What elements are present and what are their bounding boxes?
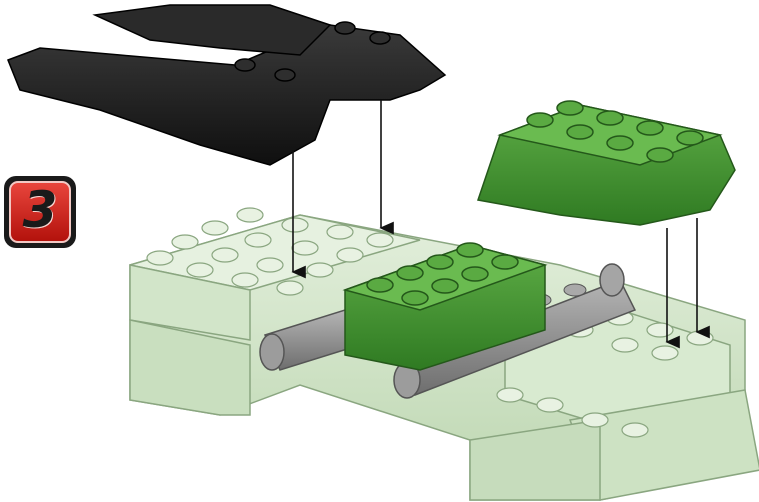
black-wing-piece	[8, 5, 445, 165]
step-number: 3	[4, 182, 76, 238]
green-slope-brick	[478, 101, 735, 225]
step-number-badge: 3	[4, 176, 76, 248]
